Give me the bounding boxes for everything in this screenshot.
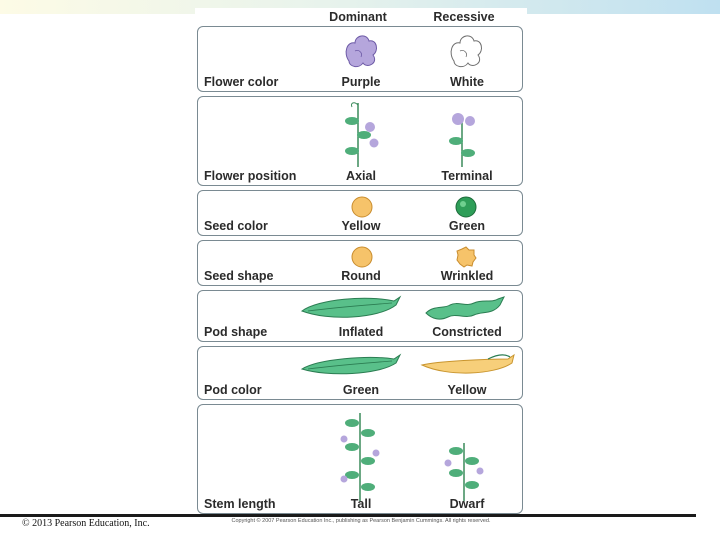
constricted-pod-icon bbox=[425, 296, 505, 320]
trait-row-seed-shape: Seed shape Round Wrinkled bbox=[197, 240, 523, 286]
trait-name: Flower position bbox=[204, 169, 297, 183]
inflated-pod-icon bbox=[300, 295, 402, 318]
slide-top-gradient bbox=[0, 0, 720, 14]
trait-row-flower-color: Flower color Purple White bbox=[197, 26, 523, 92]
green-pod-icon bbox=[300, 353, 402, 375]
dominant-header: Dominant bbox=[329, 10, 387, 24]
trait-row-flower-position: Flower position Axial Terminal bbox=[197, 96, 523, 186]
purple-flower-icon bbox=[345, 35, 377, 68]
recessive-value: Wrinkled bbox=[440, 269, 494, 283]
axial-flower-plant-icon bbox=[345, 102, 379, 167]
white-flower-icon bbox=[450, 35, 482, 68]
yellow-seed-icon bbox=[351, 196, 373, 218]
trait-name: Seed color bbox=[204, 219, 268, 233]
recessive-value: Terminal bbox=[441, 169, 493, 183]
recessive-value: Constricted bbox=[432, 325, 502, 339]
trait-row-seed-color: Seed color Yellow Green bbox=[197, 190, 523, 236]
trait-name: Stem length bbox=[204, 497, 276, 511]
trait-name: Pod shape bbox=[204, 325, 268, 339]
recessive-value: Yellow bbox=[447, 383, 487, 397]
trait-row-stem-length: Stem length Tall Dwarf bbox=[197, 404, 523, 514]
tall-plant-icon bbox=[340, 413, 380, 501]
trait-row-pod-color: Pod color Green Yellow bbox=[197, 346, 523, 400]
yellow-pod-icon bbox=[420, 353, 515, 374]
course-copyright: © 2013 Pearson Education, Inc. bbox=[22, 518, 150, 529]
dominant-value: Purple bbox=[341, 75, 381, 89]
dominant-value: Green bbox=[342, 383, 380, 397]
round-seed-icon bbox=[351, 246, 373, 268]
dwarf-plant-icon bbox=[444, 443, 484, 501]
trait-row-pod-shape: Pod shape Inflated Constricted bbox=[197, 290, 523, 342]
dominant-value: Yellow bbox=[341, 219, 381, 233]
dominant-value: Round bbox=[341, 269, 381, 283]
recessive-value: Green bbox=[448, 219, 486, 233]
recessive-value: White bbox=[449, 75, 485, 89]
slide-bottom-rule bbox=[0, 514, 696, 517]
recessive-header: Recessive bbox=[433, 10, 495, 24]
dominant-value: Tall bbox=[350, 497, 372, 511]
wrinkled-seed-icon bbox=[456, 246, 477, 268]
trait-name: Flower color bbox=[204, 75, 279, 89]
trait-figure: Dominant Recessive Flower color Purple W… bbox=[195, 8, 527, 528]
dominant-value: Axial bbox=[346, 169, 376, 183]
trait-name: Seed shape bbox=[204, 269, 274, 283]
green-seed-icon bbox=[455, 196, 477, 218]
figure-credit: Copyright © 2007 Pearson Education Inc.,… bbox=[231, 518, 491, 524]
terminal-flower-plant-icon bbox=[449, 113, 475, 167]
dominant-value: Inflated bbox=[338, 325, 384, 339]
recessive-value: Dwarf bbox=[449, 497, 485, 511]
trait-name: Pod color bbox=[204, 383, 262, 397]
